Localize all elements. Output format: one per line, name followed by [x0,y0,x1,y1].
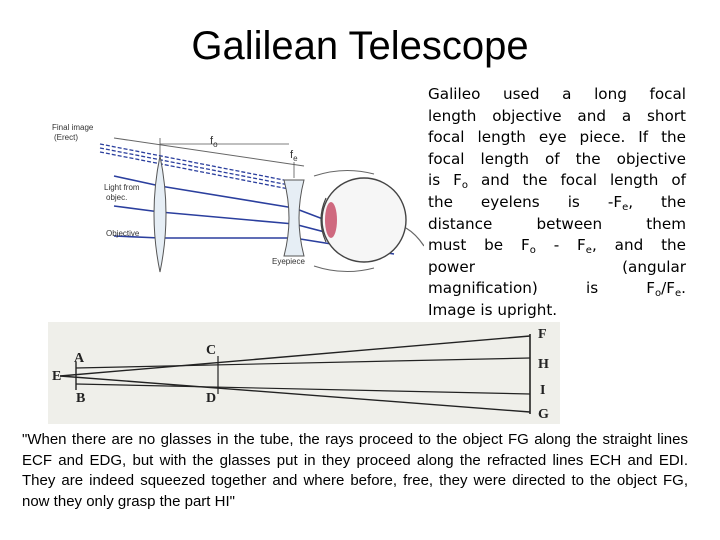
virtual-ray [99,147,295,187]
objective-lens [153,155,167,273]
description-line: magnification) is Fo/Fe. [428,279,686,300]
telescope-ray-diagram: fo fe Final image (Erect) Light from obj… [52,123,424,273]
line-DI [75,383,531,395]
description-line: length objective and a short [428,106,686,125]
incoming-ray [113,235,161,239]
point-F-label: F [538,327,547,342]
eyepiece-lens [283,179,305,257]
description-line: distance between them [428,214,686,233]
point-C-label: C [206,343,216,358]
point-G-label: G [538,407,549,422]
object-label: objec. [106,193,127,202]
description-line: focal length eye piece. If the [428,128,686,147]
description-line: is Fo and the focal length of [428,171,686,192]
erect-label: (Erect) [54,133,78,142]
fe-label: fe [290,149,298,163]
converging-ray [159,185,295,209]
eyelid [313,265,375,272]
description-line: must be Fo - Fe, and the [428,236,686,257]
point-E-label: E [52,369,61,384]
galileo-geometric-diagram: A B C D E F H I G [48,322,560,424]
diagram-background [48,322,560,424]
light-from-label: Light from [104,183,140,192]
description-line: Image is upright. [428,300,558,319]
virtual-ray [99,151,295,191]
description-line: the eyelens is -Fe, the [428,192,686,213]
line-EDG [59,375,531,413]
line-CH [75,357,531,369]
final-image-label: Final image [52,123,94,132]
virtual-ray [99,143,295,183]
point-B-label: B [76,391,85,406]
point-A-label: A [74,351,85,366]
description-text: Galileo used a long focal length objectiv… [428,84,686,322]
guide-line [113,137,305,167]
point-I-label: I [540,383,545,398]
incoming-ray [113,205,161,213]
eye-lens [325,202,337,238]
optic-nerve [405,227,424,247]
line-ECF [59,335,531,377]
description-line: power (angular [428,257,686,276]
objective-label: Objective [106,229,140,238]
eyepiece-label: Eyepiece [272,257,305,266]
page-title: Galilean Telescope [191,24,529,68]
eyelid [313,170,375,177]
incoming-ray [113,175,161,187]
galileo-quote: "When there are no glasses in the tube, … [22,431,688,510]
converging-ray [159,211,295,225]
description-line: focal length of the objective [428,149,686,168]
fo-label: fo [210,135,218,149]
point-H-label: H [538,357,549,372]
eyeball [321,177,407,263]
description-line: Galileo used a long focal [428,85,686,103]
point-D-label: D [206,391,216,406]
cornea [320,197,327,243]
